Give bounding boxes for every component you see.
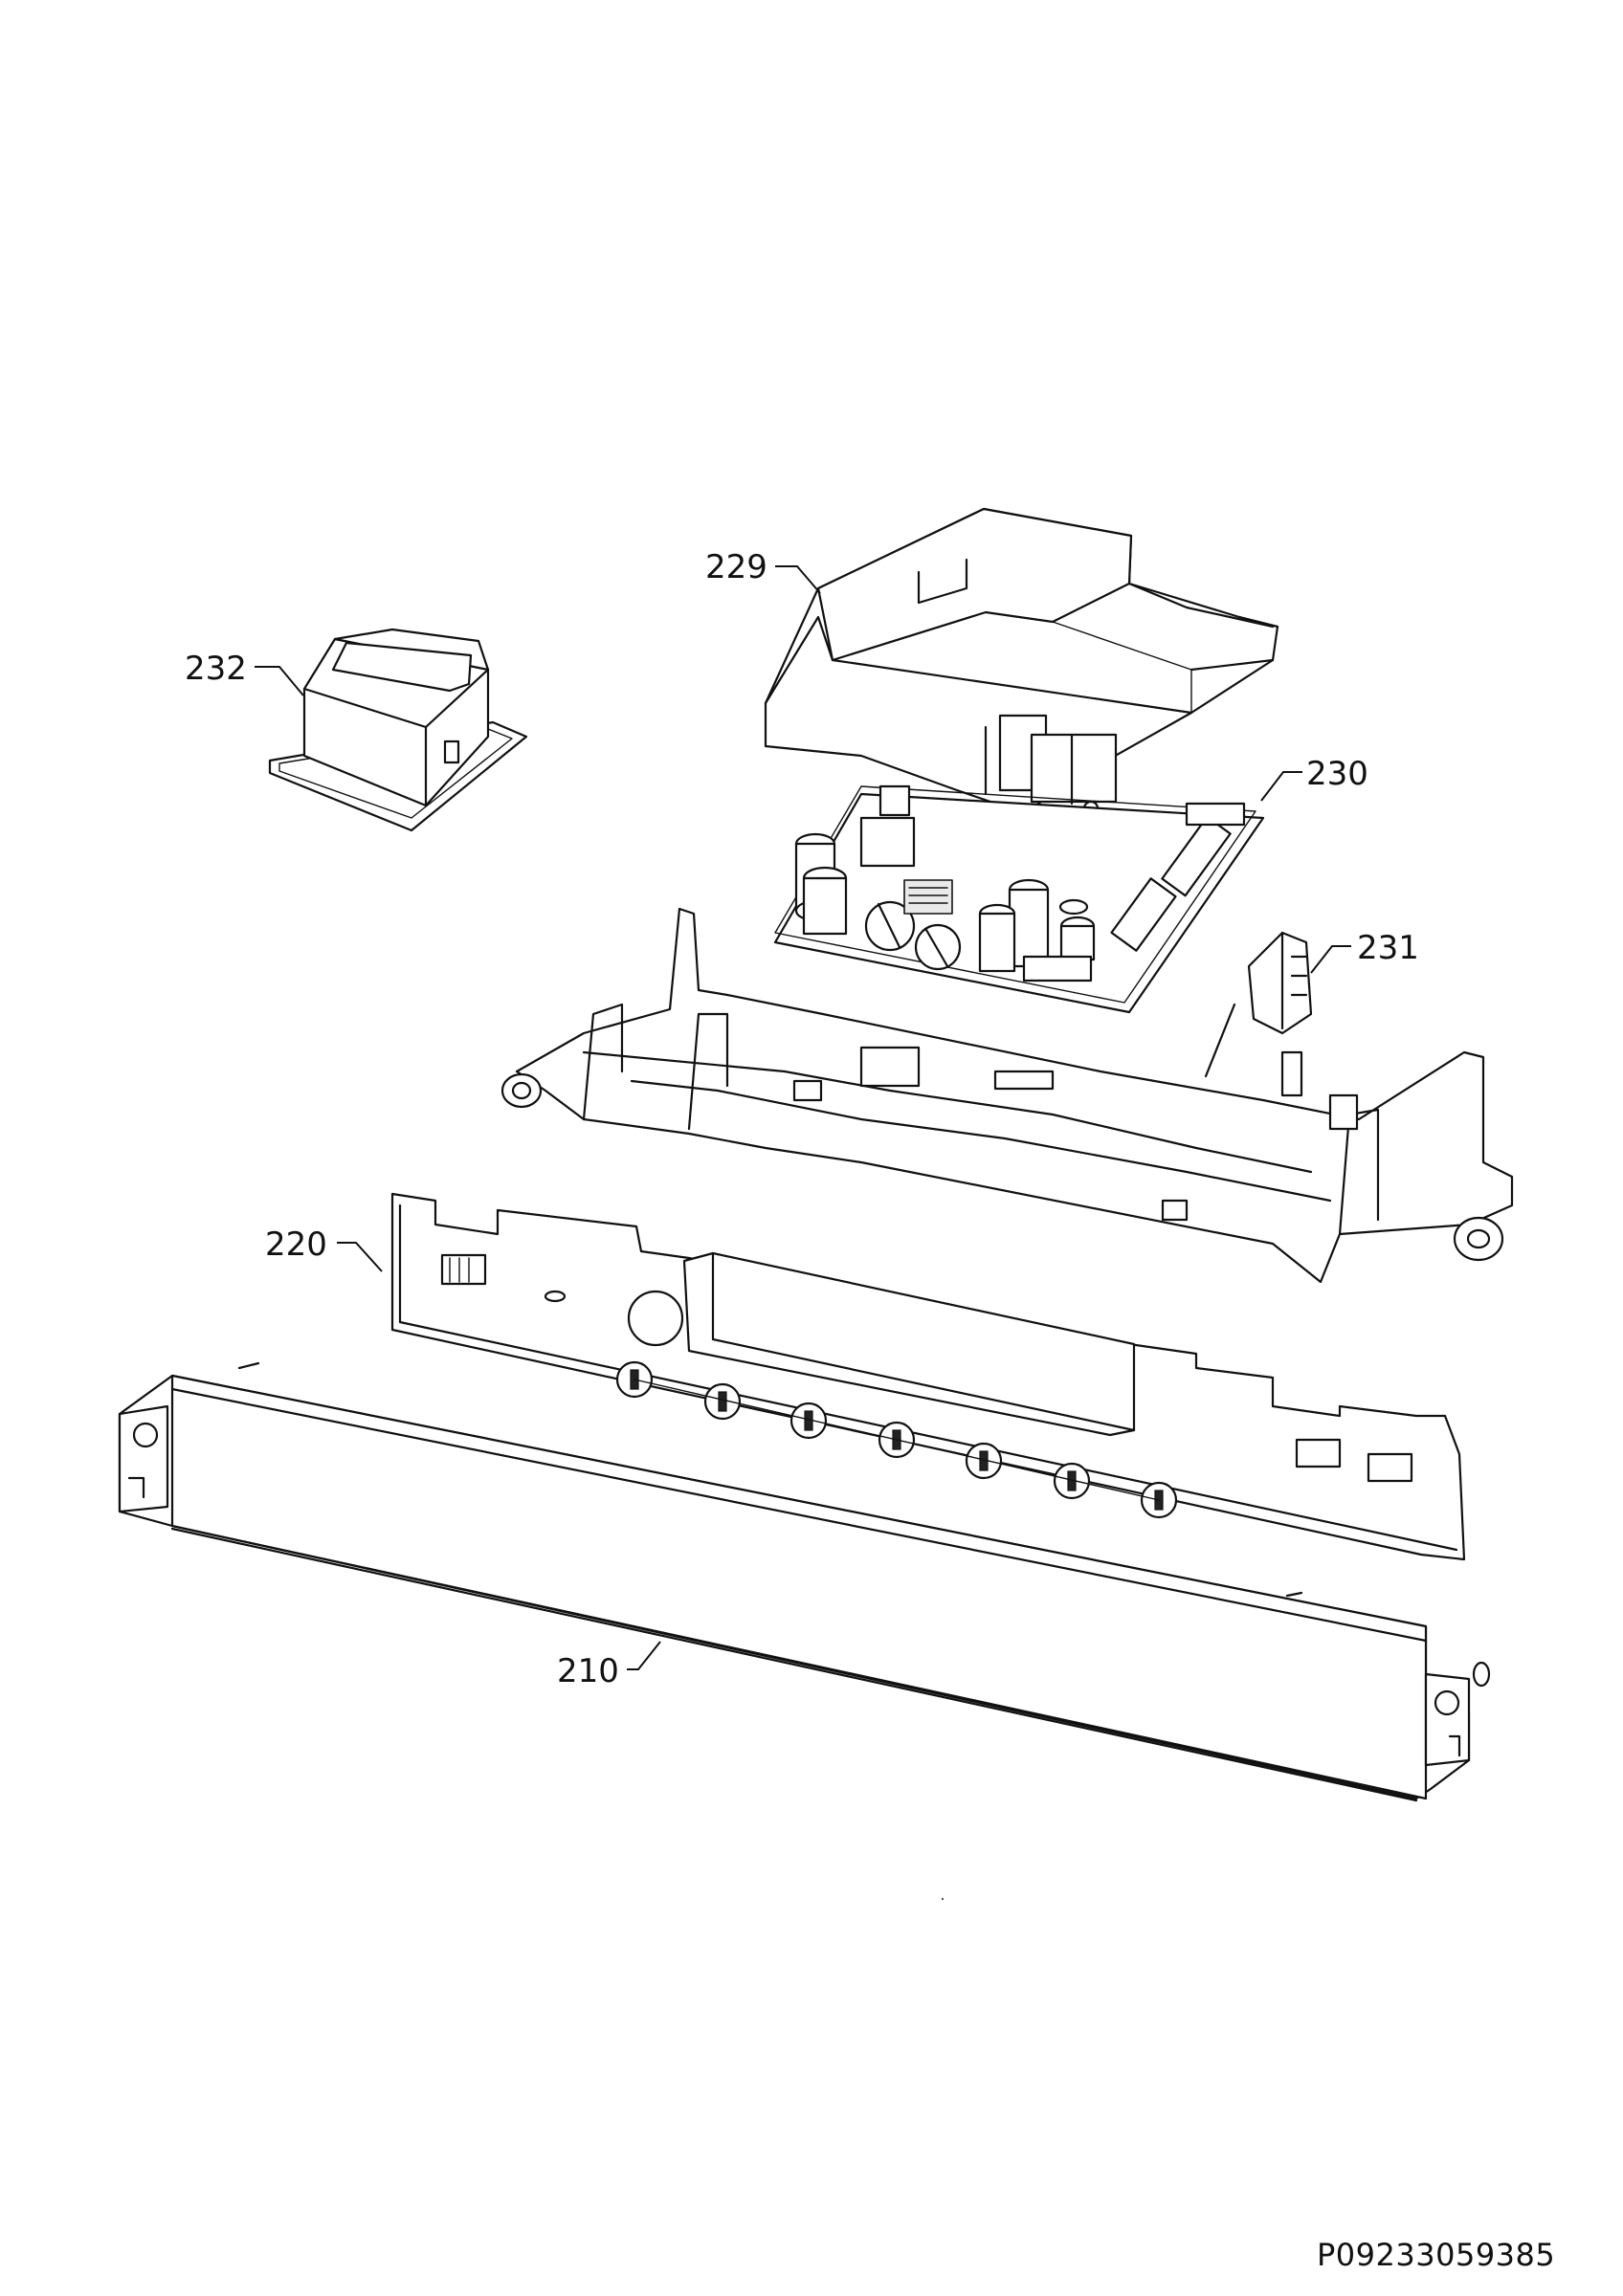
- part-230-pcb: [773, 784, 1265, 1014]
- part-210-front-panel: [118, 1361, 1491, 1802]
- svg-text:229: 229: [705, 548, 767, 586]
- part-232-transformer: [268, 628, 528, 832]
- button-row: [615, 1360, 1178, 1519]
- part-231-clip: [1247, 931, 1313, 1035]
- stray-mark: [941, 1897, 945, 1901]
- callout-229: 229: [705, 548, 821, 594]
- svg-text:230: 230: [1306, 755, 1368, 793]
- svg-text:220: 220: [265, 1225, 327, 1264]
- part-229-cover: [764, 507, 1279, 817]
- callout-220: 220: [265, 1225, 383, 1272]
- callout-231: 231: [1310, 929, 1419, 974]
- callout-232: 232: [185, 650, 304, 696]
- document-id: P09233059385: [1317, 2237, 1556, 2273]
- callout-210: 210: [557, 1641, 661, 1690]
- part-220-display-board: [390, 1192, 1466, 1561]
- pcb-connectors: [1022, 802, 1246, 982]
- svg-text:231: 231: [1357, 929, 1419, 967]
- callout-230: 230: [1260, 755, 1368, 802]
- svg-text:210: 210: [557, 1652, 619, 1690]
- svg-text:232: 232: [185, 650, 247, 688]
- part-frame-bracket: [500, 907, 1514, 1284]
